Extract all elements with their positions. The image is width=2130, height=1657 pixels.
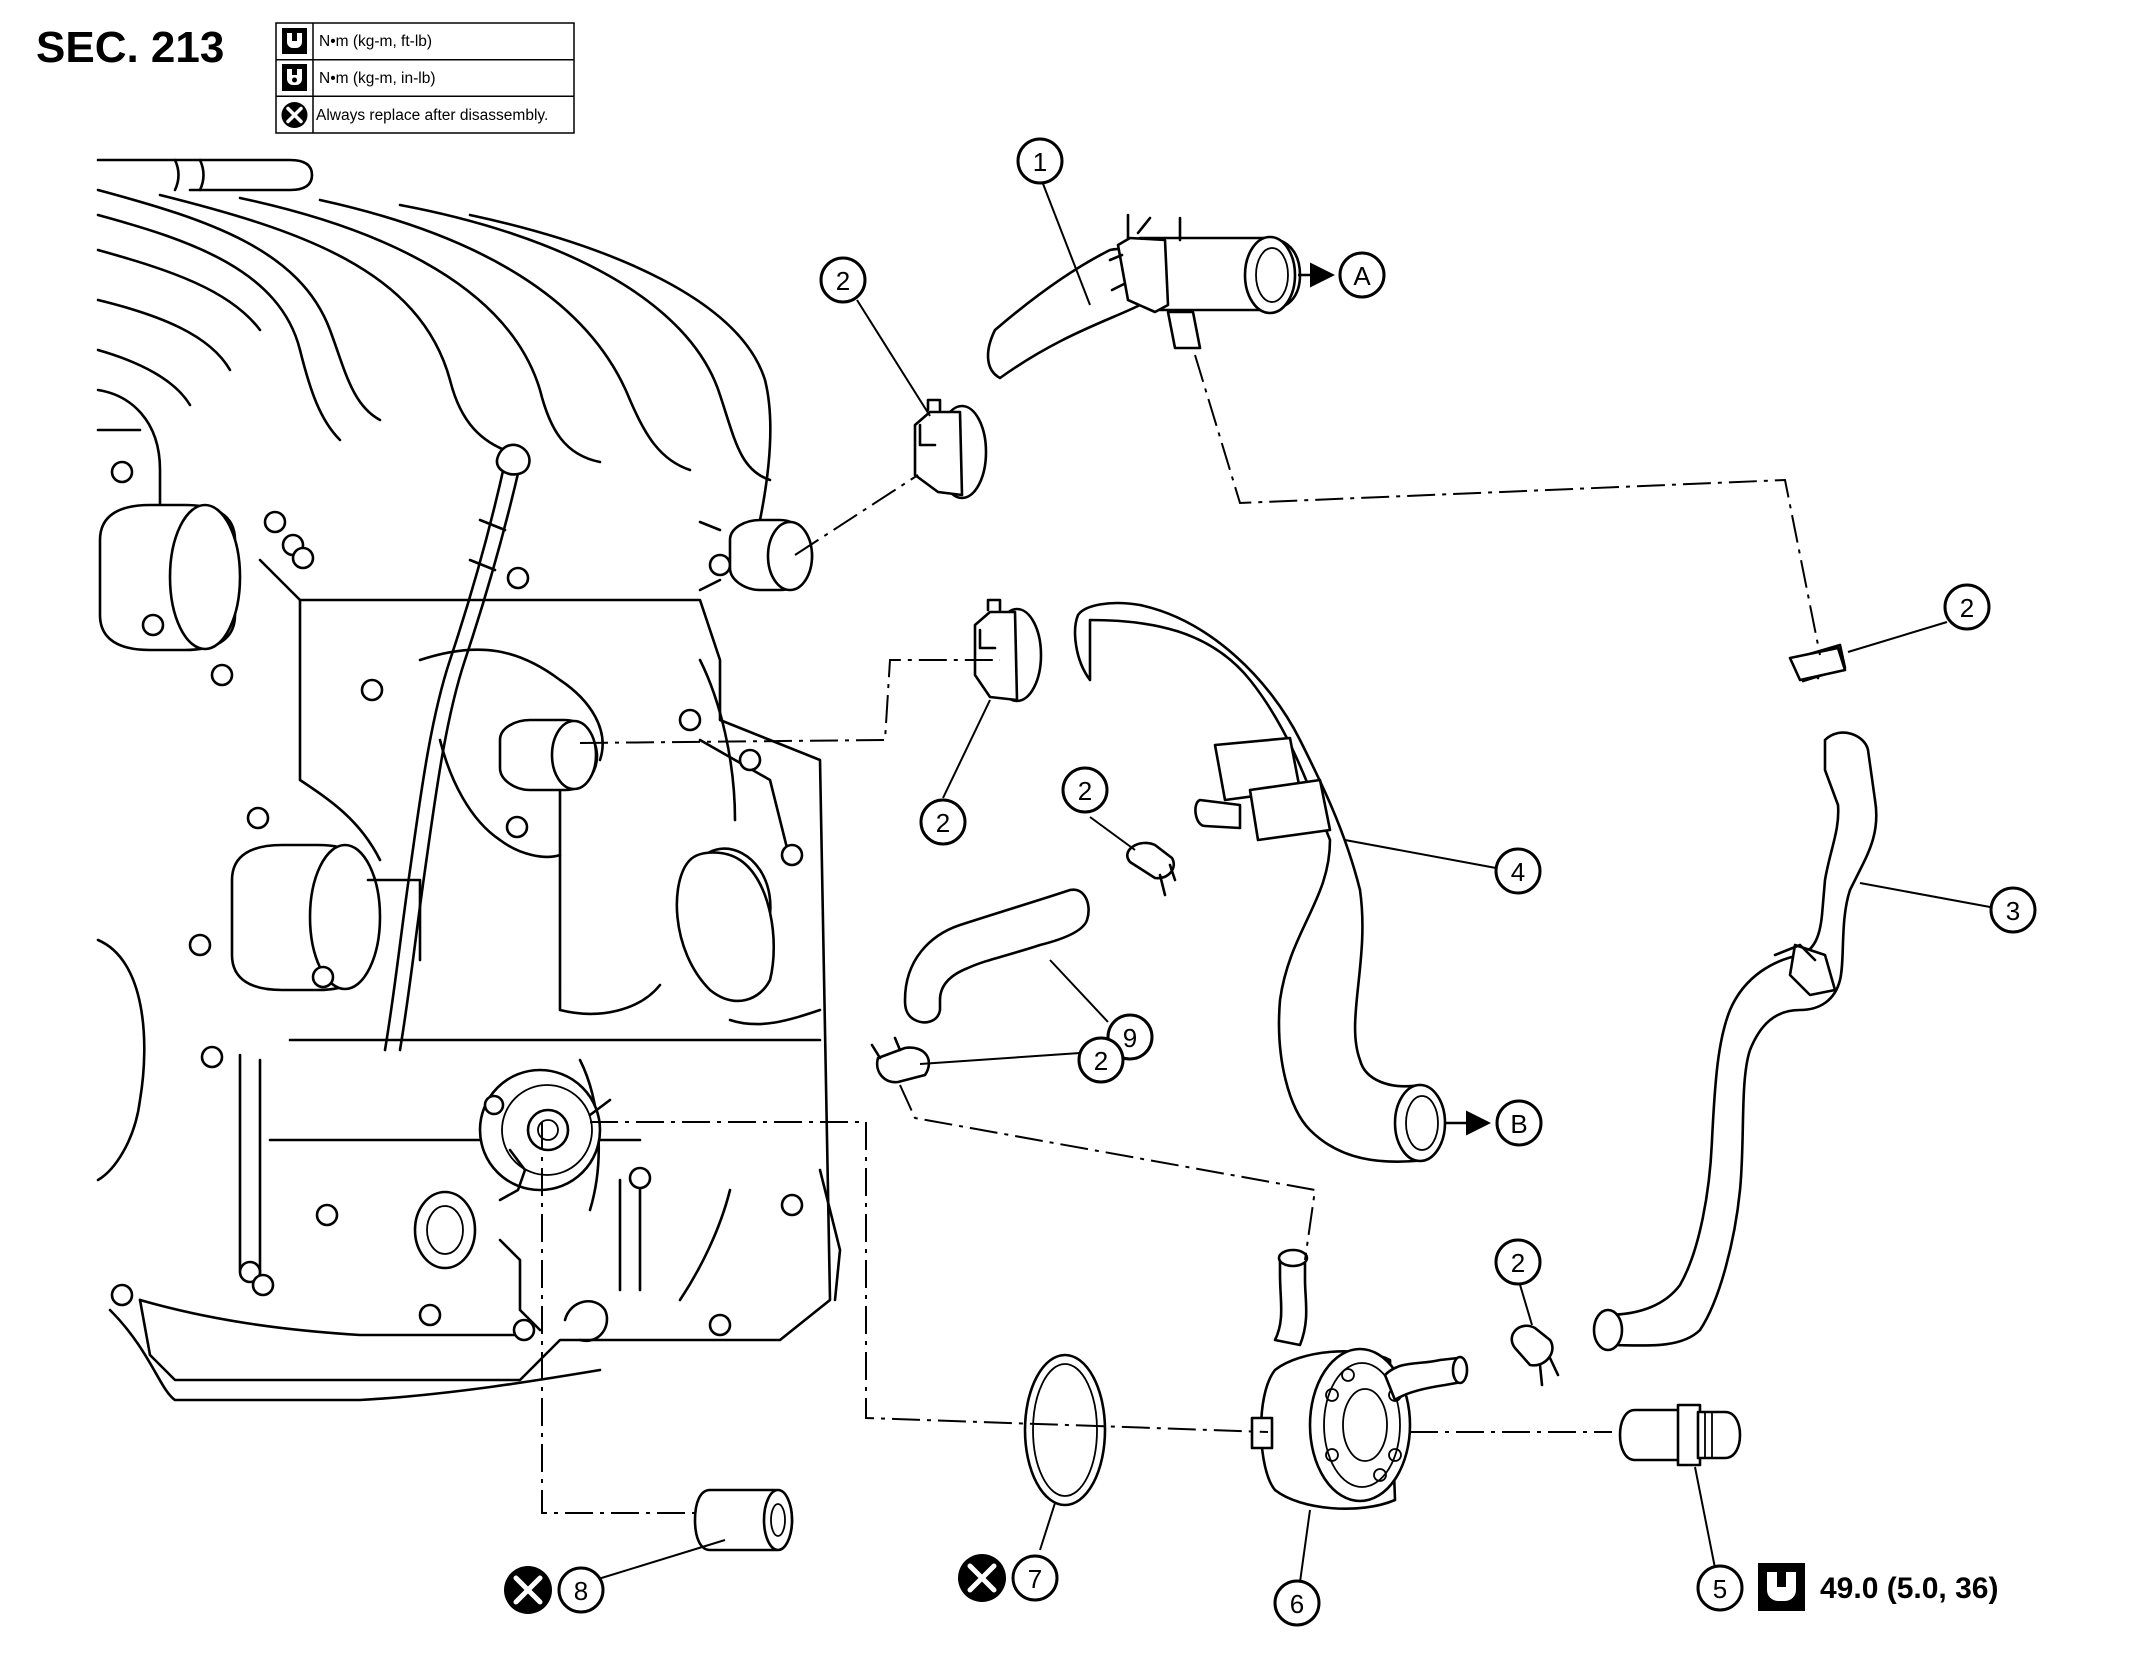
svg-text:4: 4 bbox=[1511, 857, 1525, 887]
callout-b: B bbox=[1495, 1099, 1543, 1147]
svg-text:A: A bbox=[1353, 261, 1371, 291]
legend-label-torque-in-lb: N•m (kg-m, in-lb) bbox=[319, 70, 436, 87]
callout-3: 3 bbox=[1989, 886, 2037, 934]
legend-label-torque-ft-lb: N•m (kg-m, ft-lb) bbox=[319, 33, 432, 50]
svg-text:8: 8 bbox=[574, 1576, 588, 1606]
water-hose-4 bbox=[1073, 601, 1447, 1163]
hose-clamp-upper bbox=[913, 398, 988, 500]
svg-text:B: B bbox=[1510, 1109, 1527, 1139]
callout-1: 1 bbox=[1016, 137, 1064, 185]
replace-x-icon bbox=[958, 1554, 1006, 1602]
connector-bolt-5 bbox=[1618, 1403, 1742, 1467]
svg-text:2: 2 bbox=[1078, 776, 1092, 806]
svg-text:2: 2 bbox=[936, 808, 950, 838]
torque-spec: 49.0 (5.0, 36) bbox=[1820, 1572, 1998, 1605]
seal-plug-8 bbox=[693, 1488, 794, 1552]
callout-2-lower: 2 bbox=[1077, 1036, 1125, 1084]
hose-clamp-lower-right bbox=[1510, 1324, 1560, 1387]
svg-text:9: 9 bbox=[1123, 1023, 1137, 1053]
callout-2-center: 2 bbox=[1061, 766, 1109, 814]
callout-2-upper: 2 bbox=[819, 256, 867, 304]
svg-text:3: 3 bbox=[2006, 896, 2020, 926]
hose-clamp-lower bbox=[870, 1036, 931, 1084]
engine-bolts bbox=[110, 460, 804, 1342]
callout-7: 7 bbox=[1011, 1554, 1059, 1602]
legend-label-always-replace: Always replace after disassembly. bbox=[316, 107, 548, 124]
svg-text:2: 2 bbox=[836, 266, 850, 296]
callout-5: 5 bbox=[1696, 1564, 1744, 1612]
callout-6: 6 bbox=[1273, 1579, 1321, 1627]
legend-table: N•m (kg-m, ft-lb) N•m (kg-m, in-lb) Alwa… bbox=[275, 22, 575, 134]
torque-wrench-icon bbox=[1758, 1563, 1805, 1611]
section-title: SEC. 213 bbox=[36, 23, 224, 72]
pipe-stub bbox=[1788, 646, 1847, 682]
svg-text:1: 1 bbox=[1033, 147, 1047, 177]
oil-cooler-mount bbox=[478, 1068, 612, 1202]
assembly-lines bbox=[541, 354, 1821, 1514]
callout-2-right: 2 bbox=[1943, 583, 1991, 631]
callout-2-lower-right: 2 bbox=[1494, 1238, 1542, 1286]
oil-cooler-6 bbox=[1250, 1248, 1469, 1510]
svg-text:2: 2 bbox=[1511, 1248, 1525, 1278]
svg-text:5: 5 bbox=[1713, 1574, 1727, 1604]
replace-x-icon bbox=[281, 102, 308, 128]
water-hose-3 bbox=[1592, 731, 1878, 1352]
callout-8: 8 bbox=[557, 1566, 605, 1614]
torque-wrench-icon bbox=[282, 28, 307, 54]
callout-2-middle: 2 bbox=[919, 798, 967, 846]
hose-clamp-small-center bbox=[1126, 841, 1177, 897]
leader-lines bbox=[594, 175, 1991, 1583]
svg-text:2: 2 bbox=[1094, 1046, 1108, 1076]
hose-clamp-middle bbox=[973, 598, 1043, 703]
callout-4: 4 bbox=[1494, 847, 1542, 895]
water-hose-1 bbox=[986, 213, 1302, 380]
svg-text:2: 2 bbox=[1960, 593, 1974, 623]
torque-wrench-small-icon bbox=[282, 64, 307, 91]
engine-block bbox=[96, 158, 842, 1402]
o-ring-7 bbox=[1023, 1353, 1107, 1507]
replace-x-icon bbox=[504, 1566, 552, 1614]
water-hose-9 bbox=[903, 888, 1090, 1024]
svg-text:7: 7 bbox=[1028, 1564, 1042, 1594]
callout-a: A bbox=[1338, 251, 1386, 299]
svg-text:6: 6 bbox=[1290, 1589, 1304, 1619]
